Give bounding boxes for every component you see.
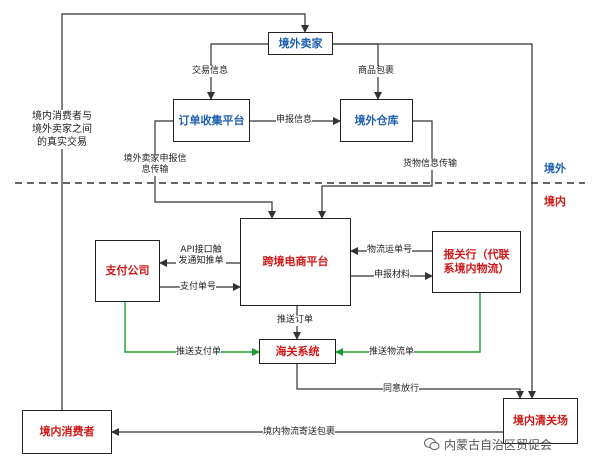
node-customs-system: 海关系统: [259, 339, 336, 364]
real-transaction-line: [61, 13, 309, 410]
region-outside: 境外: [544, 162, 566, 175]
node-order-platform-label: 订单收集平台: [178, 113, 245, 127]
push-payment-line: [124, 302, 260, 356]
node-foreign-seller-label: 境外卖家: [278, 36, 323, 50]
label-approve-release: 同意放行: [383, 384, 420, 395]
push-logistics-line: [335, 293, 481, 356]
label-declare-info: 申报信息: [276, 115, 313, 126]
node-order-platform: 订单收集平台: [173, 99, 250, 142]
node-domestic-consumer: 境内消费者: [22, 410, 112, 454]
label-declare-materials: 申报材料: [374, 270, 411, 281]
seller-to-port-line: [333, 43, 536, 399]
node-payment-company: 支付公司: [95, 240, 160, 302]
node-domestic-port-label: 境内清关场: [513, 414, 568, 427]
watermark: 内蒙古自治区贸促会: [424, 436, 552, 453]
node-customs-broker: 报关行（代联系境内物流）: [432, 231, 521, 293]
node-crossborder-platform: 跨境电商平台: [240, 218, 351, 306]
label-transaction-info: 交易信息: [192, 66, 229, 77]
label-seller-declare: 境外卖家申报信息传输: [122, 154, 188, 176]
label-push-order: 推送订单: [277, 315, 314, 326]
node-payment-company-label: 支付公司: [105, 264, 150, 277]
label-domestic-delivery: 境内物流寄送包裹: [263, 427, 336, 438]
node-foreign-warehouse-label: 境外仓库: [354, 113, 399, 127]
node-foreign-seller: 境外卖家: [268, 32, 333, 55]
label-payment-no: 支付单号: [180, 282, 217, 293]
label-api-push: API接口触发通知推单: [176, 245, 226, 267]
watermark-text: 内蒙古自治区贸促会: [444, 438, 553, 452]
label-logistics-no: 物流运单号: [367, 245, 413, 256]
node-customs-system-label: 海关系统: [275, 344, 320, 358]
node-foreign-warehouse: 境外仓库: [340, 99, 413, 142]
region-inside: 境内: [544, 195, 566, 208]
label-push-logistics: 推送物流单: [369, 347, 415, 358]
node-crossborder-platform-label: 跨境电商平台: [262, 255, 329, 268]
node-domestic-consumer-label: 境内消费者: [39, 425, 95, 438]
transaction-info-line: [207, 43, 268, 100]
cargo-info-line: [318, 120, 433, 219]
seller-declare-line: [154, 120, 276, 219]
node-domestic-port: 境内清关场: [503, 398, 578, 444]
label-push-payment: 推送支付单: [176, 347, 222, 358]
node-customs-broker-label: 报关行（代联系境内物流）: [443, 248, 510, 275]
label-goods-package: 商品包裹: [358, 66, 395, 77]
label-real-transaction: 境内消费者与境外卖家之间的真实交易: [28, 110, 96, 149]
wechat-icon: [424, 438, 440, 451]
label-cargo-info: 货物信息传输: [403, 159, 458, 170]
